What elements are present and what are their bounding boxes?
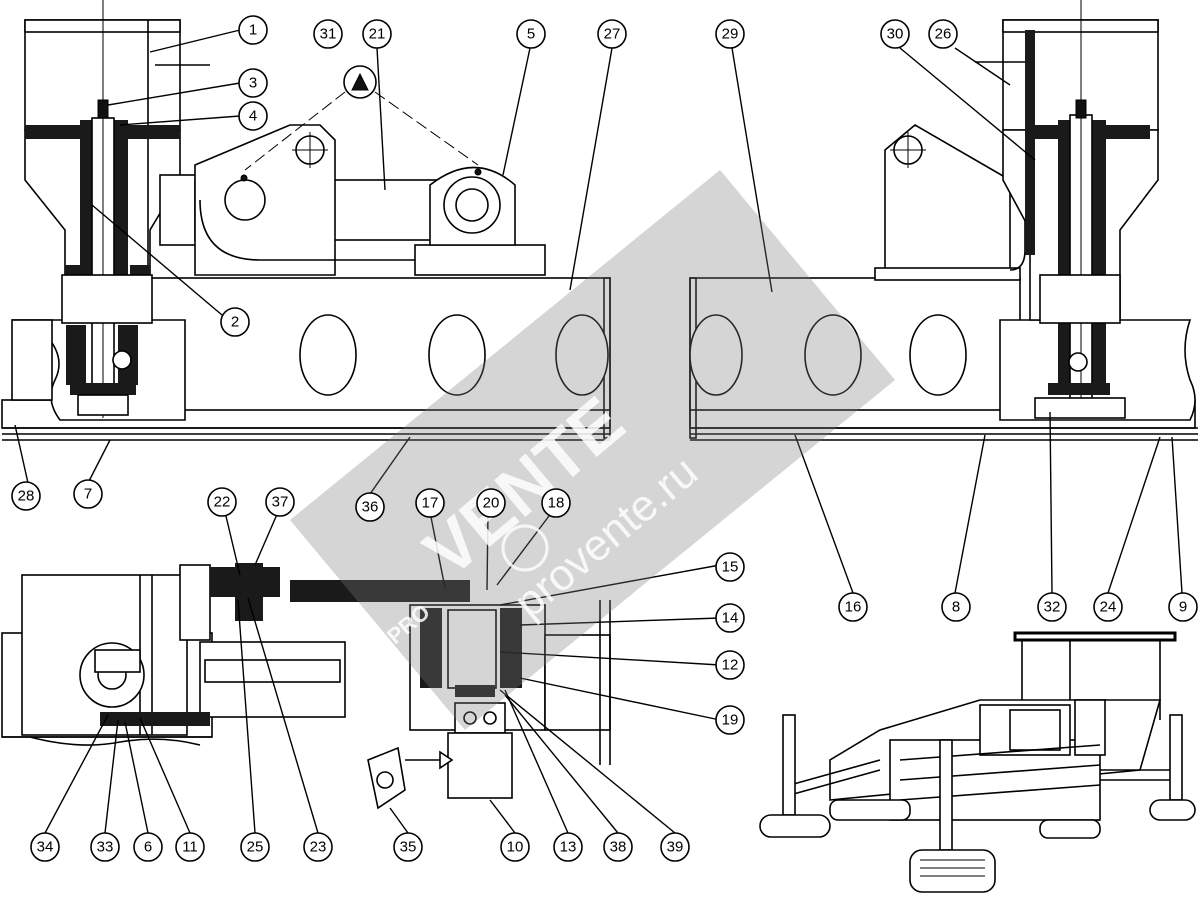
callout-15: 15 <box>715 552 745 582</box>
svg-text:19: 19 <box>722 712 739 729</box>
callout-34: 34 <box>30 832 60 862</box>
svg-text:12: 12 <box>722 657 739 674</box>
svg-text:29: 29 <box>722 26 739 43</box>
svg-text:14: 14 <box>722 610 739 627</box>
callout-21: 21 <box>362 19 392 49</box>
callout-13: 13 <box>553 832 583 862</box>
svg-text:2: 2 <box>231 314 239 331</box>
callout-5: 5 <box>516 19 546 49</box>
svg-text:25: 25 <box>247 839 264 856</box>
svg-text:23: 23 <box>310 839 327 856</box>
svg-text:3: 3 <box>249 75 257 92</box>
callout-30: 30 <box>880 19 910 49</box>
top-left-assembly <box>1 0 611 441</box>
svg-text:38: 38 <box>610 839 627 856</box>
svg-text:20: 20 <box>483 495 500 512</box>
callout-32: 32 <box>1037 592 1067 622</box>
svg-text:18: 18 <box>548 495 565 512</box>
callout-36: 36 <box>355 492 385 522</box>
svg-text:4: 4 <box>249 108 257 125</box>
svg-text:36: 36 <box>362 499 379 516</box>
svg-text:24: 24 <box>1100 599 1117 616</box>
callout-6: 6 <box>133 832 163 862</box>
callout-26: 26 <box>928 19 958 49</box>
top-right-assembly <box>689 0 1198 441</box>
callout-19: 19 <box>715 705 745 735</box>
callout-4: 4 <box>238 101 268 131</box>
svg-text:26: 26 <box>935 26 952 43</box>
svg-text:28: 28 <box>18 488 35 505</box>
callout-12: 12 <box>715 650 745 680</box>
svg-text:9: 9 <box>1179 599 1187 616</box>
callout-2: 2 <box>220 307 250 337</box>
callout-8: 8 <box>941 592 971 622</box>
callout-3: 3 <box>238 68 268 98</box>
callout-25: 25 <box>240 832 270 862</box>
svg-text:11: 11 <box>182 839 198 856</box>
svg-text:27: 27 <box>604 26 621 43</box>
callout-28: 28 <box>11 481 41 511</box>
callout-11: 11 <box>175 832 205 862</box>
callout-39: 39 <box>660 832 690 862</box>
svg-text:17: 17 <box>422 495 439 512</box>
callout-14: 14 <box>715 603 745 633</box>
svg-text:39: 39 <box>667 839 684 856</box>
callout-10: 10 <box>500 832 530 862</box>
svg-text:15: 15 <box>722 559 739 576</box>
callout-37: 37 <box>265 487 295 517</box>
svg-text:33: 33 <box>97 839 114 856</box>
callout-38: 38 <box>603 832 633 862</box>
callout-29: 29 <box>715 19 745 49</box>
svg-text:10: 10 <box>507 839 524 856</box>
svg-text:7: 7 <box>84 486 92 503</box>
callout-27: 27 <box>597 19 627 49</box>
svg-text:34: 34 <box>37 839 54 856</box>
callout-9: 9 <box>1168 592 1198 622</box>
callout-23: 23 <box>303 832 333 862</box>
callout-35: 35 <box>393 832 423 862</box>
svg-text:16: 16 <box>845 599 862 616</box>
callout-16: 16 <box>838 592 868 622</box>
svg-text:32: 32 <box>1044 599 1061 616</box>
svg-text:31: 31 <box>320 26 337 43</box>
callout-18: 18 <box>541 488 571 518</box>
svg-text:8: 8 <box>952 599 960 616</box>
svg-text:37: 37 <box>272 494 289 511</box>
svg-text:30: 30 <box>887 26 904 43</box>
callout-33: 33 <box>90 832 120 862</box>
callout-31: 31 <box>313 19 343 49</box>
callout-22: 22 <box>207 487 237 517</box>
callout-24: 24 <box>1093 592 1123 622</box>
callouts: 1 2 3 4 5 6 7 8 9 10 11 12 13 14 15 16 1… <box>11 15 1198 862</box>
slipform-paver-sketch <box>759 631 1196 893</box>
callout-1: 1 <box>238 15 268 45</box>
svg-text:35: 35 <box>400 839 417 856</box>
leader-lines <box>14 29 1183 834</box>
svg-text:21: 21 <box>369 26 386 43</box>
svg-text:6: 6 <box>144 839 152 856</box>
callout-17: 17 <box>415 488 445 518</box>
svg-text:1: 1 <box>249 22 257 39</box>
svg-text:22: 22 <box>214 494 231 511</box>
callout-20: 20 <box>476 488 506 518</box>
svg-text:13: 13 <box>560 839 577 856</box>
callout-7: 7 <box>73 479 103 509</box>
svg-text:5: 5 <box>527 26 535 43</box>
